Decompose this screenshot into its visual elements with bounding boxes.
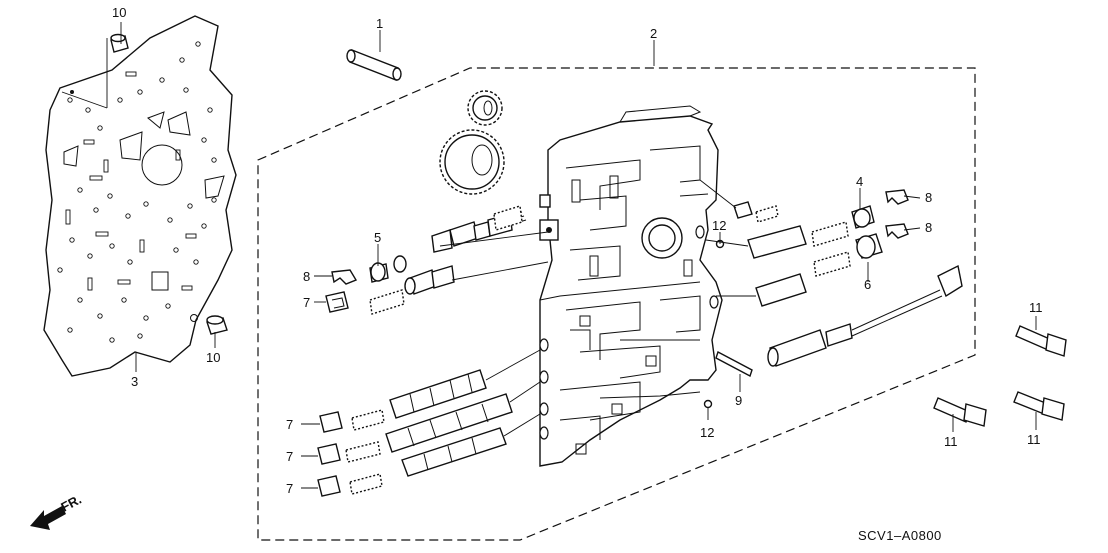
bolt-bottom-right xyxy=(1013,391,1065,421)
dowel-pin-top xyxy=(110,33,129,53)
retainer-part-6 xyxy=(855,233,883,259)
check-ball-spring xyxy=(733,201,779,223)
callout-8-left: 8 xyxy=(303,269,310,284)
dowel-pin-large xyxy=(346,49,402,81)
callout-12-bottom: 12 xyxy=(700,425,714,440)
callout-9: 9 xyxy=(735,393,742,408)
gear-assembly xyxy=(439,90,505,195)
callout-11-bottom-left: 11 xyxy=(944,434,958,449)
spool-valve-row-1 xyxy=(389,369,487,419)
callout-4: 4 xyxy=(856,174,863,189)
arrow-icon xyxy=(30,506,66,530)
clips-part-8-right xyxy=(885,189,909,239)
shift-rod-assembly xyxy=(767,264,963,367)
spool-valve-row-2 xyxy=(385,393,513,453)
spring-upper-mid xyxy=(493,205,523,231)
callout-12-top: 12 xyxy=(712,218,726,233)
front-direction-indicator: FR. xyxy=(30,492,84,530)
spring-mid-left xyxy=(369,289,405,315)
assembly-outline xyxy=(257,67,976,541)
retainer-part-5 xyxy=(369,255,407,283)
callout-8-right-top: 8 xyxy=(925,190,932,205)
callout-11-top: 11 xyxy=(1029,300,1043,315)
bolt-top-right xyxy=(1015,325,1067,357)
separator-plate xyxy=(43,15,237,377)
main-valve-body xyxy=(539,105,723,467)
clip-part-8-left xyxy=(331,269,358,285)
callout-3: 3 xyxy=(131,374,138,389)
callout-10-bottom: 10 xyxy=(206,350,220,365)
diagram-code: SCV1–A0800 xyxy=(858,528,942,543)
lead-lines-right xyxy=(699,179,756,297)
pin-part-9 xyxy=(715,350,753,378)
spool-valve-right-lower xyxy=(755,251,851,307)
spool-valve-row-3 xyxy=(401,427,507,477)
callout-11-bottom-right: 11 xyxy=(1027,432,1041,447)
retainer-plates-part-7-lower xyxy=(317,411,343,497)
retainer-part-4 xyxy=(851,205,875,229)
callout-leaders xyxy=(61,22,1037,489)
callout-7-row1: 7 xyxy=(286,417,293,432)
bolt-bottom-left xyxy=(933,397,987,427)
spool-valve-right-upper xyxy=(747,221,849,259)
callout-6: 6 xyxy=(864,277,871,292)
callout-10-top: 10 xyxy=(112,5,126,20)
callout-8-right-bottom: 8 xyxy=(925,220,932,235)
callout-7-top: 7 xyxy=(303,295,310,310)
springs-lower xyxy=(345,409,385,495)
callout-2: 2 xyxy=(650,26,657,41)
callout-7-row3: 7 xyxy=(286,481,293,496)
lead-lines-spools xyxy=(439,231,549,437)
retainer-plate-part-7-top xyxy=(325,291,349,313)
dowel-pin-bottom xyxy=(206,315,228,335)
spool-valve-mid xyxy=(404,265,455,295)
callout-7-row2: 7 xyxy=(286,449,293,464)
callout-1: 1 xyxy=(376,16,383,31)
callout-5: 5 xyxy=(374,230,381,245)
